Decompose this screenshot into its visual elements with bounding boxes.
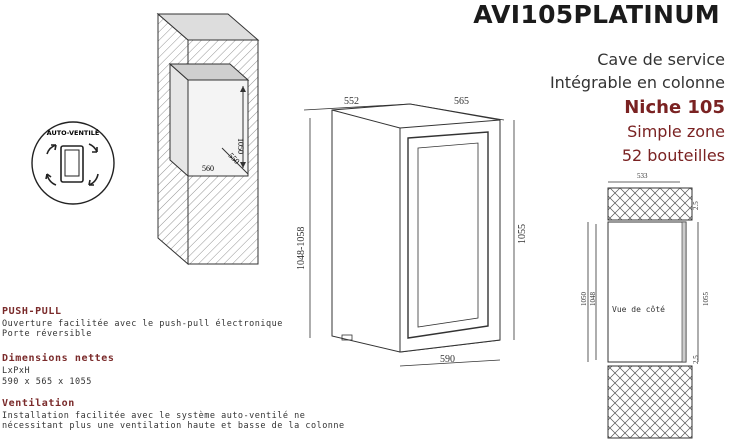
niche-label: Niche 105	[624, 97, 725, 118]
top-left-dim: 552	[344, 96, 359, 107]
iso-width-label: 560	[202, 164, 214, 173]
bottles-label: 52 bouteilles	[621, 146, 725, 165]
side-bottom-gap: 2.5	[692, 355, 700, 364]
section-title-push-pull: PUSH-PULL	[2, 306, 62, 317]
fridge-icon	[60, 145, 84, 183]
iso-height-label: 1050	[236, 138, 245, 154]
section-line: nécessitant plus une ventilation haute e…	[2, 421, 345, 431]
column-isometric-drawing: 1050 560 550	[156, 12, 260, 266]
front-view-drawing: 552 565 1048-1058 1055 590	[296, 96, 527, 367]
subtitle-service: Cave de service	[597, 50, 725, 69]
section-line: Installation facilitée avec le système a…	[2, 411, 306, 421]
section-line: Porte réversible	[2, 329, 92, 339]
section-line: Ouverture facilitée avec le push-pull él…	[2, 319, 283, 329]
side-top-width: 533	[637, 172, 648, 180]
section-title-ventilation: Ventilation	[2, 398, 75, 409]
left-height-dim: 1048-1058	[296, 227, 307, 270]
side-right-height: 1055	[702, 292, 710, 307]
side-view-drawing: 533 2.5 Vue de côté 1050 1048 1055 2.5	[580, 172, 710, 439]
side-left-outer: 1050	[580, 292, 588, 307]
auto-ventile-badge: AUTO-VENTILÉ	[31, 121, 115, 205]
model-title: AVI105PLATINUM	[473, 0, 720, 29]
zone-label: Simple zone	[627, 122, 725, 141]
badge-label: AUTO-VENTILÉ	[47, 128, 100, 137]
side-left-inner: 1048	[589, 292, 597, 307]
subtitle-integrable: Intégrable en colonne	[549, 73, 725, 92]
side-view-caption: Vue de côté	[612, 304, 665, 314]
side-top-gap: 2.5	[692, 201, 700, 210]
section-line: LxPxH	[2, 366, 31, 376]
top-right-dim: 565	[454, 96, 469, 107]
right-height-dim: 1055	[517, 224, 527, 244]
bottom-width-dim: 590	[440, 354, 455, 365]
section-line: 590 x 565 x 1055	[2, 377, 92, 387]
section-title-dimensions: Dimensions nettes	[2, 353, 115, 364]
